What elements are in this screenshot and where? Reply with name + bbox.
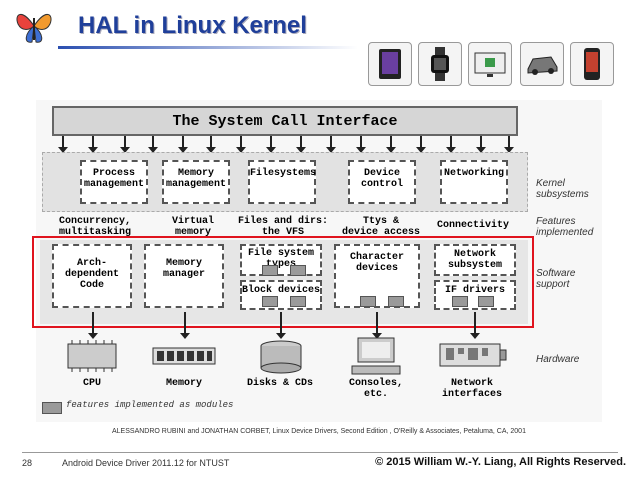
footer-divider [22,452,618,453]
tv-icon [468,42,512,86]
syscall-arrow [386,136,396,153]
hardware-arrow [276,312,286,339]
legend-text: features implemented as modules [66,400,234,410]
slide-title: HAL in Linux Kernel [78,12,307,39]
feature-ttys: Ttys &device access [341,216,420,238]
syscall-arrow [58,136,68,153]
course-name: Android Device Driver 2011.12 for NTUST [62,458,230,468]
tablet-icon [368,42,412,86]
title-underline [58,46,358,49]
module-icon [478,296,494,307]
cpu-icon [62,340,122,377]
feature-vfs: Files and dirs:the VFS [238,216,329,238]
hardware-label-consoles: Consoles,etc. [348,378,403,400]
syscall-arrow [88,136,98,153]
syscall-arrow [326,136,336,153]
module-icon [360,296,376,307]
syscall-arrow [120,136,130,153]
page-number: 28 [22,458,33,468]
legend-module-icon [42,402,62,414]
module-icon [262,296,278,307]
syscall-arrow [416,136,426,153]
syscall-arrow [266,136,276,153]
syscall-arrow [504,136,514,153]
module-icon [388,296,404,307]
subsystem-filesystems: Filesystems [248,160,316,204]
feature-concurrency: Concurrency,multitasking [58,216,131,238]
block-devices: Block devices [240,280,322,310]
feature-connectivity: Connectivity [436,220,509,231]
hardware-arrow [180,312,190,339]
system-call-interface: The System Call Interface [52,106,518,136]
syscall-arrow [296,136,306,153]
console-icon [350,336,402,381]
label-hardware: Hardware [536,354,580,365]
module-icon [290,296,306,307]
syscall-arrow [476,136,486,153]
butterfly-logo-icon [12,4,56,48]
syscall-arrow [356,136,366,153]
hal-highlight-box [32,236,534,328]
module-icon [452,296,468,307]
syscall-arrow [148,136,158,153]
smartwatch-icon [418,42,462,86]
copyright: © 2015 William W.-Y. Liang, All Rights R… [375,456,626,468]
car-icon [520,42,564,86]
hardware-arrow [372,312,382,339]
hardware-label-memory: Memory [165,378,202,389]
if-drivers: IF drivers [434,280,516,310]
citation: ALESSANDRO RUBINI and JONATHAN CORBET, L… [112,428,526,435]
phone-icon [570,42,614,86]
module-icon [290,265,306,276]
syscall-arrow [236,136,246,153]
syscall-arrow [206,136,216,153]
hardware-label-cpu: CPU [82,378,101,389]
memory-chip-icon [152,346,216,371]
syscall-arrow [446,136,456,153]
disk-icon [258,340,304,379]
hardware-label-disks: Disks & CDs [246,378,313,389]
hardware-arrow [88,312,98,339]
hardware-arrow [470,312,480,339]
syscall-arrow [178,136,188,153]
module-icon [262,265,278,276]
subsystem-networking: Networking [440,160,508,204]
network-card-icon [438,340,508,377]
